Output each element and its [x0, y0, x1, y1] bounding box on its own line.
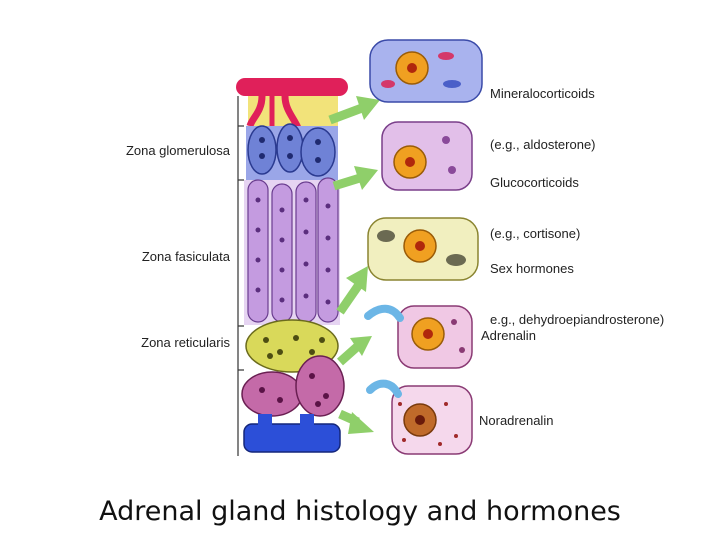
adrenalin-cell [364, 304, 473, 369]
central-vein [243, 414, 341, 453]
hormone-example: e.g., dehydroepiandrosterone) [490, 312, 665, 327]
arrows [328, 96, 380, 434]
zone-brackets [238, 125, 244, 371]
zona-glomerulosa-tissue [246, 123, 338, 184]
noradrenalin-cell [366, 379, 473, 455]
hormone-label-glucocorticoids: Glucocorticoids (e.g., cortisone) [490, 140, 580, 259]
hormone-label-mineralocorticoids: Mineralocorticoids (e.g., aldosterone) [490, 51, 596, 170]
arrow-to-glucocorticoid-cell [354, 166, 378, 190]
hormone-example: (e.g., cortisone) [490, 226, 581, 241]
hormone-label-adrenalin: Adrenalin [481, 328, 536, 343]
hormone-name: Mineralocorticoids [490, 86, 595, 101]
medulla-tissue [241, 355, 345, 417]
hormone-example: (e.g., aldosterone) [490, 137, 596, 152]
arrow-to-adrenalin-cell [350, 336, 372, 356]
arrow-to-sex-hormone-cell [346, 266, 368, 292]
hormone-label-noradrenalin: Noradrenalin [479, 413, 554, 428]
arrow-to-mineralocorticoid-cell [356, 96, 380, 120]
hormone-label-sex-hormones: Sex hormones e.g., dehydroepiandrosteron… [490, 226, 664, 345]
zone-label-fasciculata: Zona fasiculata [141, 249, 230, 264]
zona-fasciculata-tissue [244, 177, 340, 325]
sex-hormone-cell [367, 217, 479, 281]
hormone-name: Sex hormones [490, 261, 574, 276]
zone-label-reticularis: Zona reticularis [141, 335, 230, 350]
mineralocorticoid-cell [369, 39, 483, 103]
glucocorticoid-cell [381, 121, 473, 191]
arrow-to-noradrenalin-cell [348, 412, 374, 434]
hormone-name: Glucocorticoids [490, 175, 579, 190]
capsule-layer [236, 78, 348, 130]
figure-caption: Adrenal gland histology and hormones [99, 496, 621, 527]
zone-label-glomerulosa: Zona glomerulosa [125, 143, 230, 158]
